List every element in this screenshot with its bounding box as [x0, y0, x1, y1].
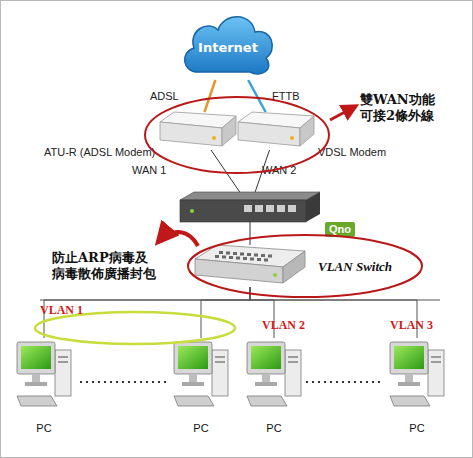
device-node: VDSL ModemWAN 2: [238, 112, 314, 150]
pc-icon: [15, 338, 73, 410]
pc-icon: [172, 338, 230, 410]
pc-icon: [388, 338, 446, 410]
highlight-ellipse: [145, 97, 329, 173]
link-label: ADSL: [150, 90, 179, 102]
bus-line: [40, 300, 440, 301]
network-link: [204, 80, 215, 112]
link-label: FTTB: [272, 90, 300, 102]
network-link: [201, 287, 250, 338]
device-node: PC: [388, 338, 446, 410]
router-icon: [180, 192, 320, 222]
device-node: Qno: [180, 192, 320, 222]
callout-note: 雙WAN功能 可接2條外線: [360, 92, 450, 125]
dotted-line: [80, 381, 168, 383]
dotted-line: [306, 381, 384, 383]
callout-arrow: [330, 106, 356, 120]
callout-note: 防止ARP病毒及 病毒散佈廣播封包: [52, 250, 172, 283]
node-label: Internet: [178, 40, 278, 56]
device-node: ATU-R (ADSL Modem)WAN 1: [160, 112, 236, 150]
device-label: VDSL Modem: [318, 146, 398, 159]
modem-icon: [160, 112, 236, 150]
highlight-ellipse: [188, 235, 422, 297]
device-node: PC: [172, 338, 230, 410]
device-node: PC: [245, 338, 303, 410]
pc-icon: [245, 338, 303, 410]
device-node: VLAN Switch: [195, 245, 305, 287]
network-link: [250, 222, 251, 245]
pc-label: PC: [245, 422, 303, 435]
network-link: [211, 150, 240, 192]
vlan-label: VLAN 1: [40, 303, 83, 318]
device-node: PC: [15, 338, 73, 410]
vlan-label: VLAN 2: [262, 318, 305, 333]
brand-tag: Qno: [325, 222, 355, 237]
pc-label: PC: [15, 422, 73, 435]
device-label: VLAN Switch: [318, 259, 418, 275]
port-label: WAN 1: [132, 164, 176, 177]
callout-arrow: [158, 232, 198, 246]
pc-label: PC: [388, 422, 446, 435]
device-label: ATU-R (ADSL Modem): [44, 146, 164, 159]
pc-label: PC: [172, 422, 230, 435]
network-link: [248, 80, 265, 112]
vlan-label: VLAN 3: [390, 318, 433, 333]
device-node: Internet: [178, 6, 278, 80]
switch-icon: [195, 245, 305, 287]
modem-icon: [238, 112, 314, 150]
port-label: WAN 2: [262, 164, 306, 177]
